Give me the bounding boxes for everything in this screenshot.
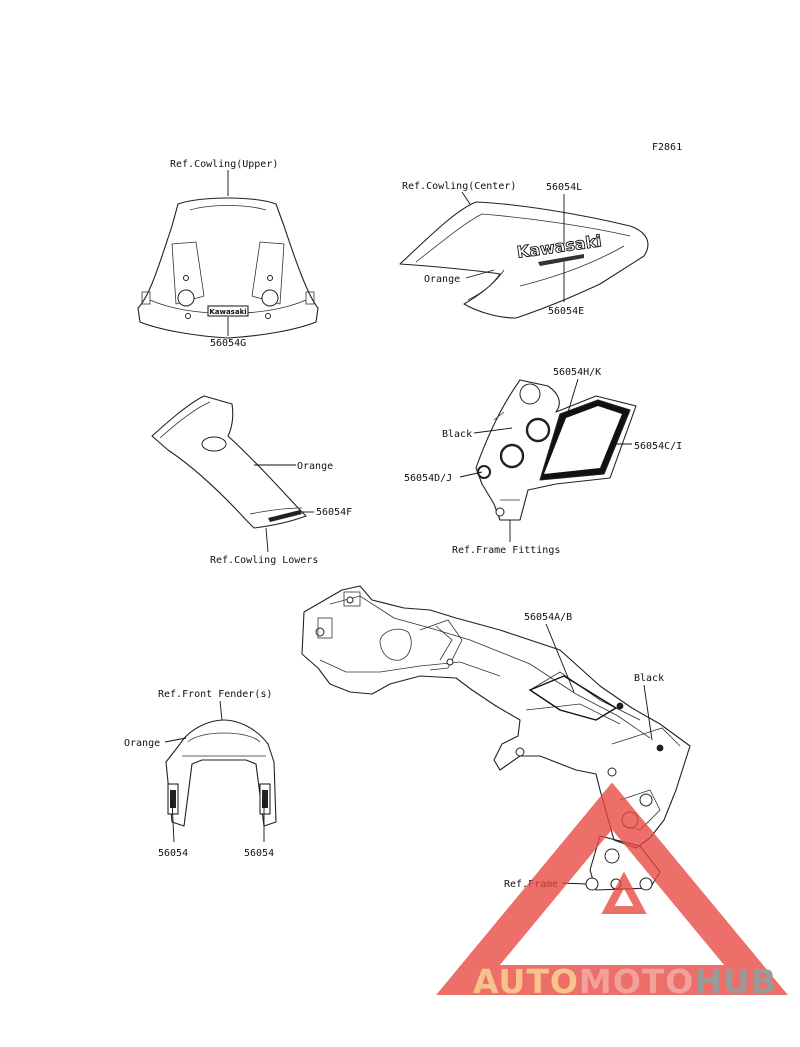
cowling-center-part: Kawasaki [399, 201, 649, 319]
label-56054DJ: 56054D/J [404, 473, 452, 484]
watermark-moto: MOTO [578, 962, 695, 1001]
label-frame-black: Black [634, 673, 664, 684]
watermark-text: AUTOMOTOHUB [473, 962, 777, 1001]
label-56054F: 56054F [316, 507, 352, 518]
label-fender-56054-left: 56054 [158, 848, 188, 859]
label-fender-56054-right: 56054 [244, 848, 274, 859]
label-lowers-orange: Orange [297, 461, 333, 472]
watermark-logo [436, 782, 788, 995]
figure-code: F2861 [652, 142, 682, 153]
cowling-lowers-part [151, 395, 307, 529]
label-frame-fittings: Ref.Frame Fittings [452, 545, 560, 556]
watermark-hub: HUB [694, 962, 777, 1001]
label-56054CI: 56054C/I [634, 441, 682, 452]
label-center-orange: Orange [424, 274, 460, 285]
frame-fitting-part [475, 379, 637, 521]
kawasaki-decal-small [207, 305, 249, 317]
label-56054G: 56054G [210, 338, 246, 349]
front-fender-part [165, 719, 277, 827]
label-56054HK: 56054H/K [553, 367, 601, 378]
label-fender-orange: Orange [124, 738, 160, 749]
decal-text-small: Kawasaki [209, 308, 246, 316]
label-cowling-lowers: Ref.Cowling Lowers [210, 555, 318, 566]
label-56054AB: 56054A/B [524, 612, 572, 623]
cowling-upper-part: Kawasaki [137, 197, 319, 339]
watermark-auto: AUTO [473, 962, 579, 1001]
label-56054L: 56054L [546, 182, 582, 193]
label-cowling-upper: Ref.Cowling(Upper) [170, 159, 278, 170]
label-56054E: 56054E [548, 306, 584, 317]
label-fitting-black: Black [442, 429, 472, 440]
kawasaki-decal-large: Kawasaki [516, 231, 603, 262]
label-cowling-center: Ref.Cowling(Center) [402, 181, 516, 192]
label-front-fender: Ref.Front Fender(s) [158, 689, 272, 700]
